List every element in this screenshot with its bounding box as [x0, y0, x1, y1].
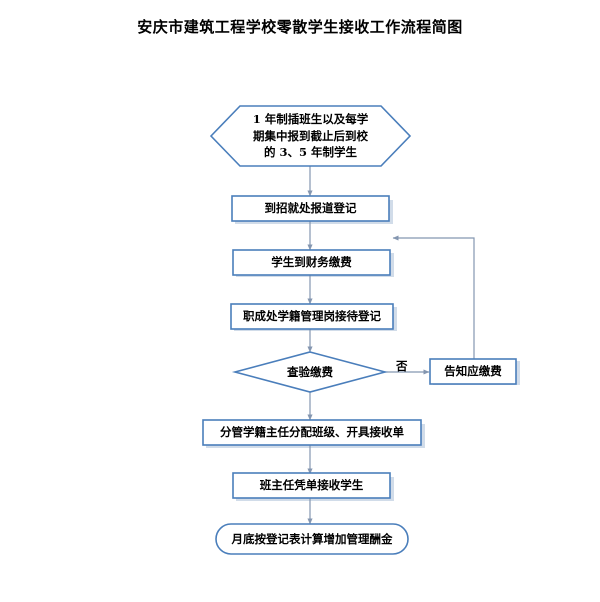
node-shape-pay-fees: [232, 249, 391, 276]
page-title: 安庆市建筑工程学校零散学生接收工作流程简图: [137, 18, 463, 36]
node-shape-register: [231, 195, 390, 222]
node-shape-assign-class: [202, 419, 422, 446]
node-shape-verify-payment: [231, 351, 389, 393]
edge-notify-back-to-payfees: [392, 235, 475, 359]
node-shape-monthly-calculation: [215, 523, 409, 555]
node-shape-teacher-accept: [232, 472, 391, 499]
node-shape-reception-registration: [230, 303, 394, 330]
node-shape-notify-payment-due: [429, 358, 517, 385]
node-shape-start: [209, 105, 412, 167]
edge-label-no: 否: [396, 359, 408, 373]
